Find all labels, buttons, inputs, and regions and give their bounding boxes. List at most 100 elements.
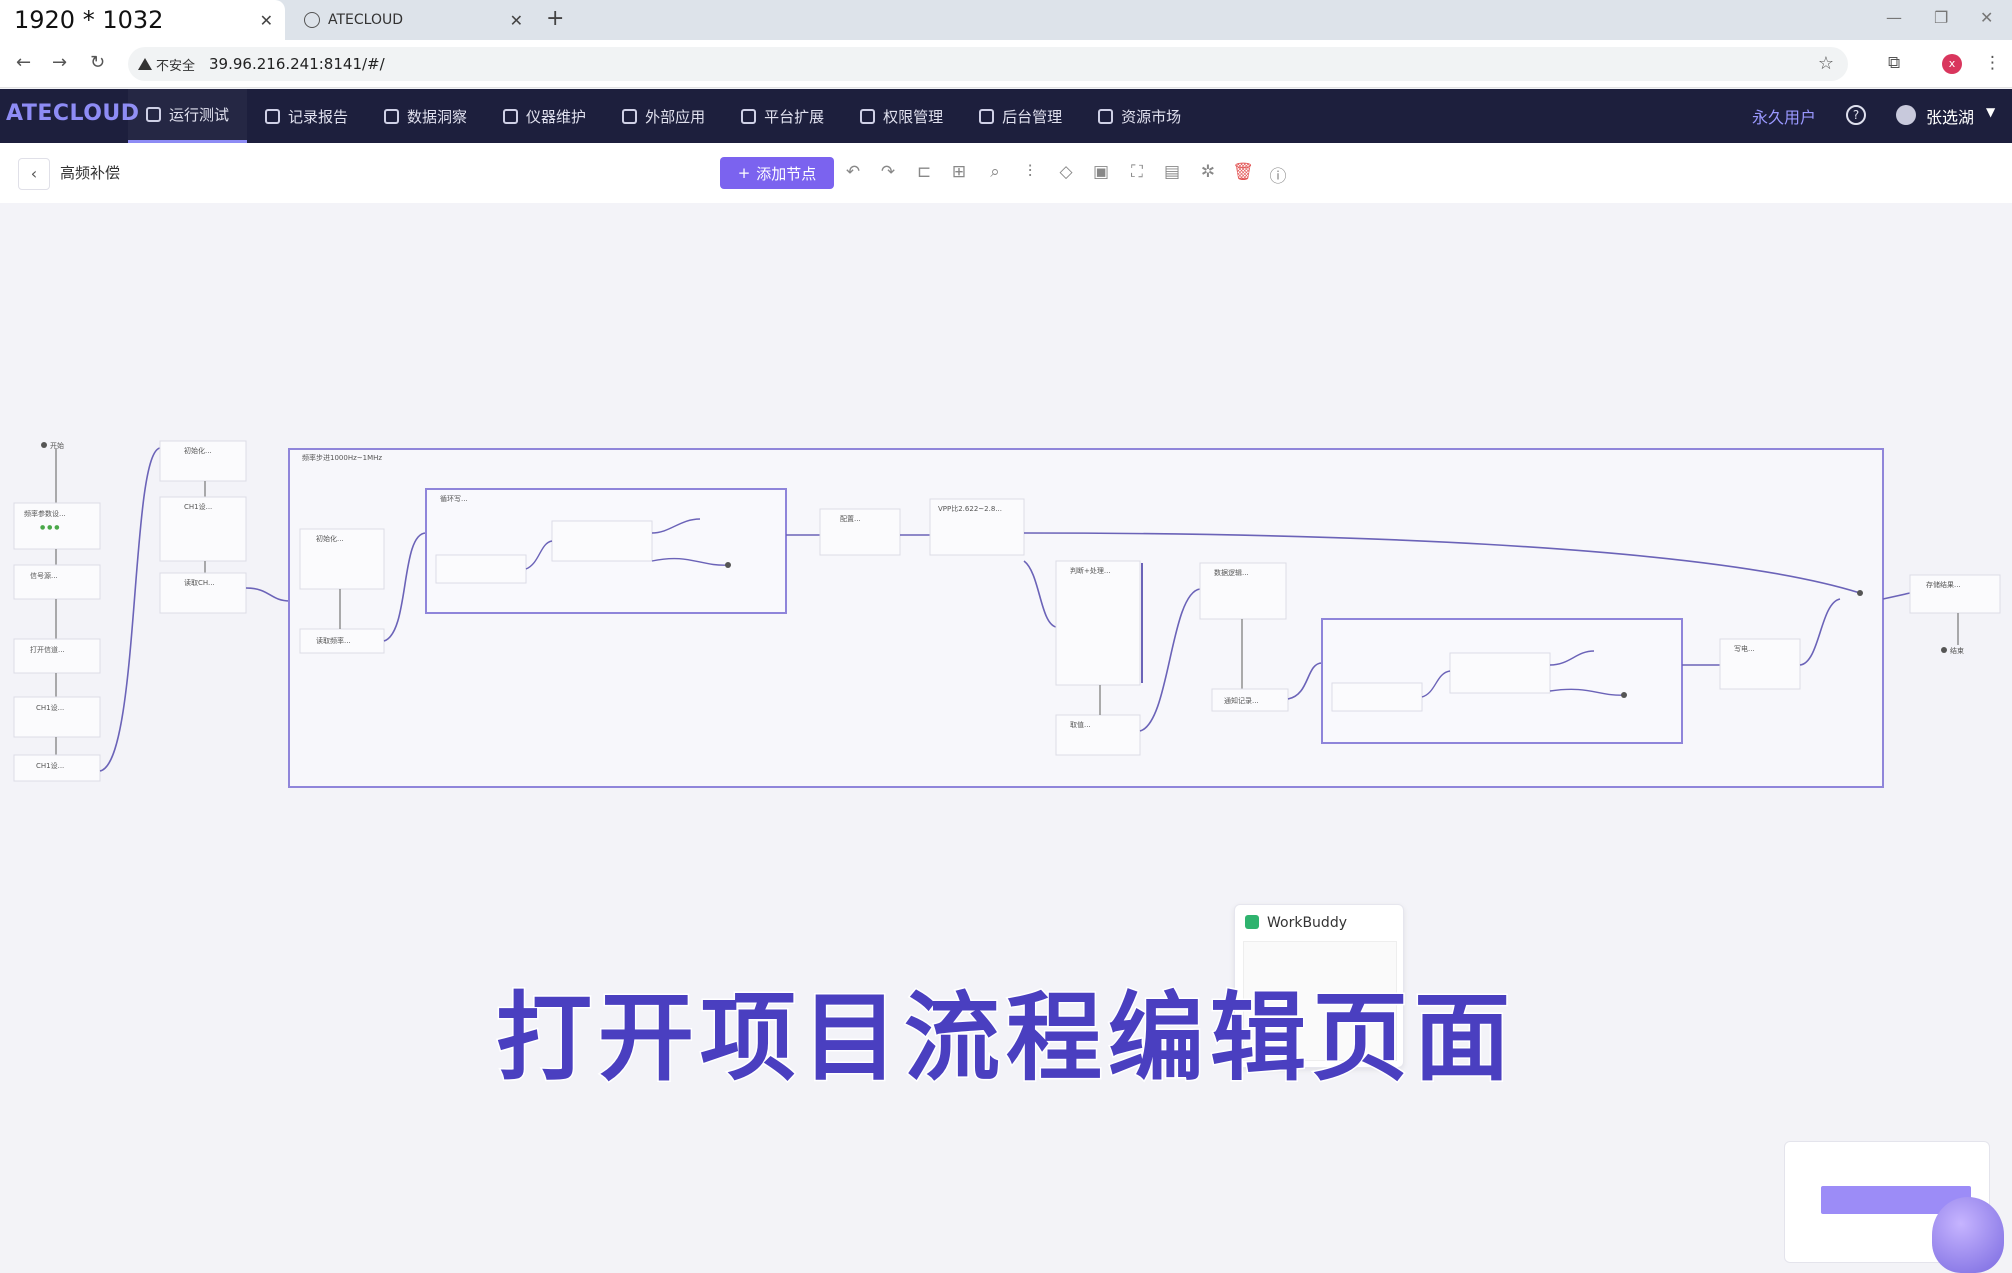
branch-icon[interactable]: ⊏ [916, 162, 932, 182]
flow-node[interactable]: CH1设... [159, 496, 247, 562]
extensions-icon[interactable]: ⧉ [1888, 53, 1901, 73]
workbuddy-preview[interactable]: WorkBuddy [1234, 904, 1404, 1068]
flow-node[interactable]: CH1设... [13, 754, 101, 782]
flow-node[interactable]: 频率参数设... ● ● ● [13, 502, 101, 550]
flow-node[interactable]: 打开信道... [13, 638, 101, 674]
flow-node[interactable]: 通知记录... [1211, 688, 1289, 712]
flow-node[interactable]: 读取CH... [159, 572, 247, 614]
browser-tab-bar: 1920 * 1032 ✕ ATECLOUD ✕ + — ❐ ✕ [0, 0, 2012, 40]
workbuddy-logo-icon [1245, 915, 1259, 929]
flow-node[interactable]: 信号源... [13, 564, 101, 600]
help-icon[interactable]: ⓘ [1269, 167, 1287, 187]
node-label: 读取频率... [316, 636, 351, 645]
inner-loop-container[interactable] [1321, 618, 1683, 744]
app-logo[interactable]: ATECLOUD [6, 101, 140, 126]
container-title: 频率步进1000Hz~1MHz [302, 453, 382, 462]
menu-label: 平台扩展 [764, 107, 825, 126]
url-text: 39.96.216.241:8141/#/ [209, 55, 385, 73]
start-node[interactable]: 开始 [41, 441, 64, 450]
menu-item-backend[interactable]: 后台管理 [961, 89, 1080, 143]
assistant-mascot-icon[interactable] [1932, 1197, 2004, 1273]
permanent-user-badge[interactable]: 永久用户 [1752, 108, 1817, 127]
node-label: 打开信道... [30, 645, 65, 654]
menu-item-instrument[interactable]: 仪器维护 [485, 89, 604, 143]
end-node[interactable]: 结束 [1941, 646, 1964, 655]
node-label: 写电... [1734, 644, 1755, 653]
flow-node[interactable]: 初始化... [159, 440, 247, 482]
help-icon[interactable]: ? [1846, 105, 1866, 125]
menu-label: 外部应用 [645, 107, 706, 126]
export-icon[interactable]: ▤ [1163, 162, 1181, 182]
tag-icon[interactable]: ◇ [1059, 162, 1073, 182]
search-icon[interactable]: ⌕ [990, 162, 1000, 182]
restore-icon[interactable]: ❐ [1934, 8, 1949, 27]
flow-node[interactable]: 配置... [819, 508, 901, 556]
gears-icon [979, 108, 995, 124]
node-label: 存储结果... [1926, 580, 1961, 589]
debug-icon[interactable]: ✲ [1200, 162, 1216, 182]
star-icon[interactable]: ☆ [1817, 53, 1834, 74]
caret-down-icon[interactable]: ▼ [1986, 105, 1996, 119]
url-input[interactable]: 不安全 39.96.216.241:8141/#/ ☆ [128, 47, 1848, 81]
flow-node[interactable]: 初始化... [299, 528, 385, 590]
flow-node[interactable]: 存储结果... [1909, 574, 2001, 614]
browser-tab-ateCloud[interactable]: ATECLOUD ✕ [290, 0, 535, 40]
fullscreen-icon[interactable]: ⛶ [1131, 162, 1143, 182]
menu-item-data-insight[interactable]: 数据洞察 [366, 89, 485, 143]
node-label: 配置... [840, 515, 861, 523]
flow-node[interactable]: 写电... [1719, 638, 1801, 690]
flow-node[interactable]: 判断+处理... [1055, 560, 1141, 686]
undo-icon[interactable]: ↶ [845, 162, 861, 182]
flow-canvas[interactable]: 开始 频率参数设... ● ● ● 信号源... 打开信道... CH1设...… [0, 203, 2012, 1273]
flow-node[interactable]: 数据逻辑... [1199, 562, 1287, 620]
node-label: 通知记录... [1224, 696, 1259, 705]
layout-icon[interactable]: ⊞ [951, 162, 967, 182]
close-icon[interactable]: ✕ [259, 10, 273, 30]
inner-loop-container[interactable]: 循环写... [425, 488, 787, 614]
security-indicator[interactable]: 不安全 [138, 55, 209, 74]
flow-node[interactable]: 取值... [1055, 714, 1141, 756]
node-label: 开始 [50, 441, 64, 450]
close-window-icon[interactable]: ✕ [1980, 8, 1994, 27]
menu-label: 数据洞察 [407, 107, 468, 126]
more-menu-icon[interactable]: ⋮ [1984, 53, 2001, 73]
main-menu: 运行测试 记录报告 数据洞察 仪器维护 外部应用 平台扩展 权限管理 后台管理 [128, 89, 1199, 143]
plus-icon: + [737, 164, 751, 182]
avatar[interactable] [1896, 105, 1916, 125]
user-name[interactable]: 张选湖 [1926, 108, 1975, 127]
redo-icon[interactable]: ↷ [880, 162, 896, 182]
flow-node[interactable]: CH1设... [13, 696, 101, 738]
menu-item-resource-market[interactable]: 资源市场 [1080, 89, 1199, 143]
add-node-button[interactable]: + 添加节点 [720, 157, 834, 189]
forward-arrow-icon[interactable]: → [52, 52, 68, 73]
flow-node[interactable]: VPP比2.622~2.8... [929, 498, 1025, 556]
flow-node[interactable]: 读取频率... [299, 628, 385, 654]
clipboard-icon [265, 108, 281, 124]
node-label: 频率参数设... [24, 509, 66, 518]
app-header: ATECLOUD 运行测试 记录报告 数据洞察 仪器维护 外部应用 平台扩展 权… [0, 89, 2012, 143]
group-icon[interactable]: ▣ [1092, 162, 1110, 182]
back-arrow-icon[interactable]: ← [16, 52, 32, 73]
menu-label: 仪器维护 [526, 107, 587, 126]
reload-icon[interactable]: ↻ [90, 52, 106, 73]
page-title: 高频补偿 [60, 164, 121, 182]
menu-item-run-test[interactable]: 运行测试 [128, 89, 248, 143]
filter-icon[interactable]: ⫶ [1027, 162, 1033, 182]
menu-item-permissions[interactable]: 权限管理 [842, 89, 961, 143]
minimize-icon[interactable]: — [1886, 8, 1902, 27]
close-icon[interactable]: ✕ [509, 10, 523, 30]
globe-icon [304, 12, 320, 28]
node-label: 信号源... [30, 571, 58, 580]
profile-avatar[interactable]: x [1942, 54, 1962, 74]
menu-item-reports[interactable]: 记录报告 [247, 89, 366, 143]
browser-tab-active[interactable]: 1920 * 1032 ✕ [0, 0, 285, 40]
menu-item-external-apps[interactable]: 外部应用 [604, 89, 723, 143]
menu-item-platform-ext[interactable]: 平台扩展 [723, 89, 842, 143]
workbuddy-thumbnail [1243, 941, 1397, 1061]
back-button[interactable]: ‹ [18, 158, 50, 190]
monitor-icon [384, 108, 400, 124]
node-label: 结束 [1950, 646, 1964, 655]
container-title: 循环写... [440, 494, 468, 503]
new-tab-button[interactable]: + [546, 6, 565, 31]
delete-icon[interactable]: 🗑 [1232, 162, 1254, 182]
